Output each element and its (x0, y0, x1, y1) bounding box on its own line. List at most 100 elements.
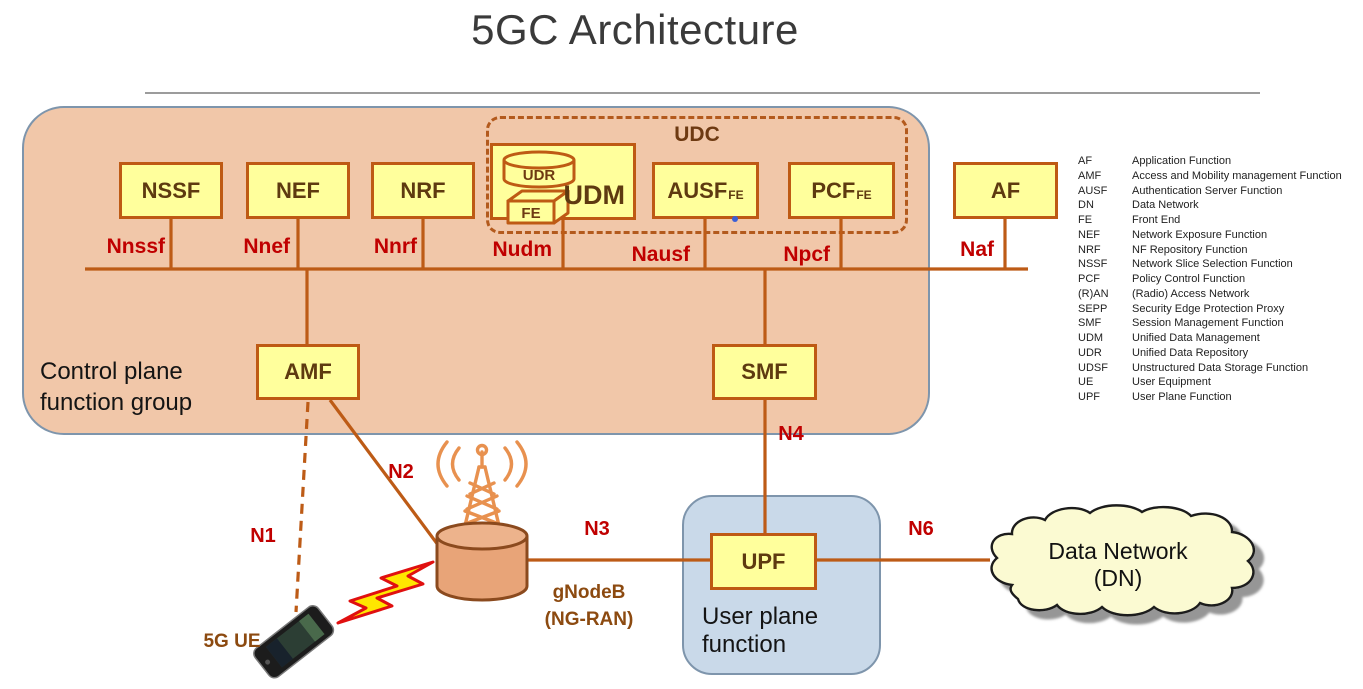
legend-abbr: UDM (1078, 332, 1104, 344)
af-label: AF (990, 177, 1021, 203)
legend-desc: Network Exposure Function (1132, 228, 1268, 241)
user-plane-label-line1: User plane (702, 603, 819, 630)
legend-abbr: SMF (1078, 317, 1102, 330)
legend-desc: Unified Data Repository (1132, 346, 1249, 359)
legend-row: SMF Session Management Function (1078, 316, 1363, 331)
control-plane-label-line1: Control plane (40, 358, 183, 385)
legend-row: UDSF Unstructured Data Storage Function (1078, 361, 1363, 376)
data-network-label-line2: (DN) (1093, 565, 1143, 591)
legend-desc: Session Management Function (1132, 317, 1284, 330)
legend-abbr: AMF (1078, 169, 1102, 182)
udr-label: UDR (523, 167, 556, 184)
legend-abbr: AUSF (1078, 184, 1108, 197)
nf-box-af: AF (953, 162, 1058, 219)
phone-icon (253, 605, 335, 679)
pcf-fe-subscript: FE (856, 187, 872, 202)
legend-row: UPF User Plane Function (1078, 390, 1363, 405)
stray-blue-dot (732, 216, 738, 222)
legend-desc: Application Function (1132, 155, 1232, 167)
legend-abbr: SEPP (1078, 302, 1108, 315)
gnodeb-label: gNodeB (NG-RAN) (515, 579, 663, 633)
legend-abbr: UPF (1078, 391, 1100, 403)
legend-abbr: FE (1078, 214, 1093, 226)
legend-row: DN Data Network (1078, 198, 1363, 213)
lightning-icon (336, 560, 435, 625)
nf-box-nssf: NSSF (119, 162, 223, 219)
nf-box-nrf: NRF (371, 162, 475, 219)
udr-cylinder-icon: UDR (502, 150, 576, 189)
legend-row: NRF NF Repository Function (1078, 243, 1363, 258)
nf-box-nef: NEF (246, 162, 350, 219)
service-bus-and-links (85, 219, 1028, 613)
data-network-cloud (990, 504, 1255, 617)
data-network-label: Data Network (DN) (1018, 538, 1218, 592)
nf-box-upf: UPF (710, 533, 817, 590)
interface-label-n2: N2 (388, 461, 414, 483)
legend-row: PCF Policy Control Function (1078, 272, 1363, 287)
legend-abbr: NRF (1078, 243, 1101, 256)
bus-label-nnef: Nnef (243, 235, 290, 258)
legend-row: NEF Network Exposure Function (1078, 228, 1363, 243)
title-divider (145, 92, 1260, 94)
nf-box-smf: SMF (712, 344, 817, 400)
legend-abbr: DN (1078, 199, 1094, 212)
legend-desc: User Plane Function (1132, 391, 1232, 403)
legend-desc: User Equipment (1132, 376, 1211, 389)
legend-desc: Unified Data Management (1132, 332, 1260, 344)
legend-abbr: AF (1078, 155, 1093, 167)
interface-label-n1: N1 (250, 525, 276, 547)
radio-wave-icon (436, 440, 449, 488)
user-plane-group-label: User plane function (702, 603, 818, 659)
data-network-label-line1: Data Network (1048, 538, 1188, 564)
ausf-fe-subscript: FE (728, 187, 744, 202)
bus-label-nudm: Nudm (492, 238, 553, 261)
legend-desc: Network Slice Selection Function (1132, 258, 1293, 271)
control-plane-label-line2: function group (40, 389, 193, 416)
legend-row: SEPP Security Edge Protection Proxy (1078, 302, 1363, 317)
legend-desc: Unstructured Data Storage Function (1132, 361, 1309, 374)
legend-abbr: NEF (1078, 228, 1100, 241)
user-plane-label-line2: function (702, 631, 787, 658)
legend-row: UDR Unified Data Repository (1078, 346, 1363, 361)
legend-abbr: UDSF (1078, 361, 1108, 374)
nf-box-udm: UDR FE UDM (490, 143, 636, 225)
fe-label: FE (521, 205, 540, 222)
legend-abbr: UDR (1078, 346, 1102, 359)
udc-label: UDC (674, 123, 720, 146)
legend-row: AUSF Authentication Server Function (1078, 184, 1363, 199)
legend-row: UDM Unified Data Management (1078, 331, 1363, 346)
legend-desc: Access and Mobility management Function (1132, 169, 1342, 182)
ue-label: 5G UE (203, 631, 261, 652)
gnodeb-cylinder-icon (435, 521, 529, 602)
upf-label: UPF (741, 548, 786, 574)
legend-desc: Data Network (1132, 199, 1199, 212)
legend-abbr: PCF (1078, 273, 1100, 285)
gnodeb-tower-icon (436, 440, 528, 536)
abbreviation-legend: AF Application Function AMF Access and Mob… (1078, 154, 1363, 405)
gnodeb-label-line2: (NG-RAN) (544, 609, 634, 630)
n2-line (328, 399, 449, 558)
legend-desc: NF Repository Function (1132, 243, 1248, 256)
legend-desc: Security Edge Protection Proxy (1132, 302, 1285, 315)
nssf-label: NSSF (141, 177, 201, 203)
bus-label-npcf: Npcf (783, 243, 830, 266)
smf-label: SMF (741, 359, 788, 384)
amf-label: AMF (284, 359, 332, 384)
legend-desc: Policy Control Function (1132, 273, 1246, 285)
nf-box-amf: AMF (256, 344, 360, 400)
legend-row: (R)AN(Radio) Access Network (1078, 287, 1363, 302)
udm-label: UDM (563, 180, 626, 210)
bus-label-naf: Naf (960, 238, 994, 261)
nef-label: NEF (276, 177, 320, 203)
interface-label-n3: N3 (584, 518, 610, 540)
ausf-label: AUSF (667, 177, 728, 203)
fe-cuboid-icon: FE (506, 189, 570, 225)
legend-desc: Authentication Server Function (1132, 184, 1283, 197)
legend-desc: (Radio) Access Network (1132, 287, 1250, 300)
